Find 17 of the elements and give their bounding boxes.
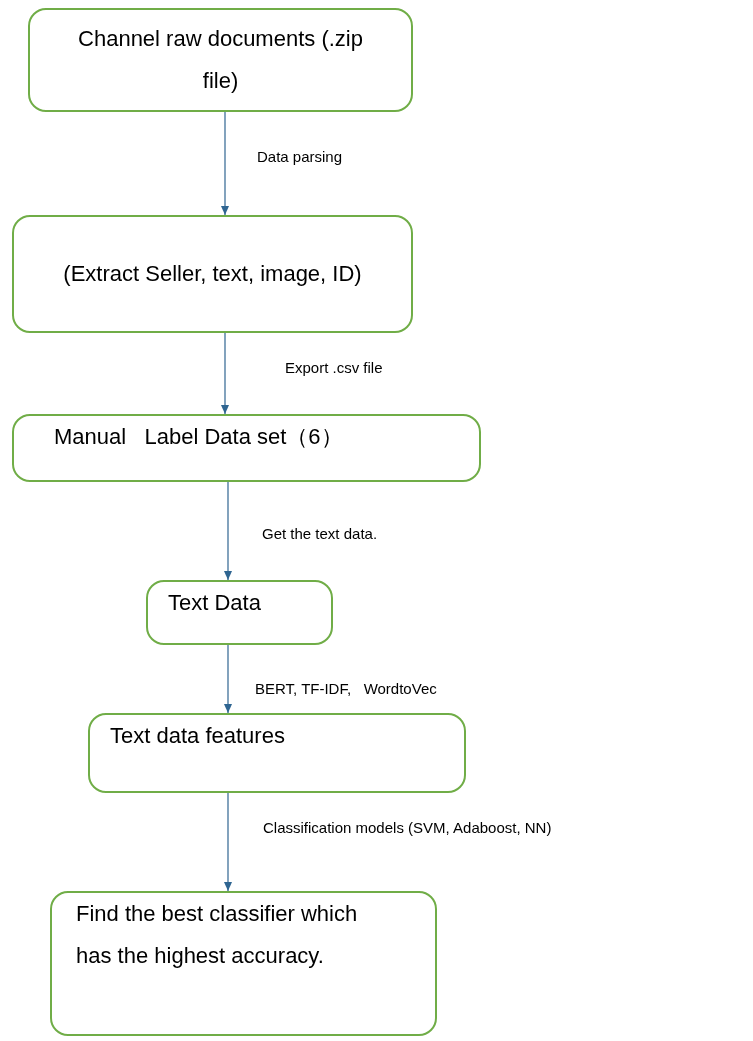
- process-box: [88, 713, 466, 793]
- process-box: [146, 580, 333, 645]
- box-text: Manual Label Data set（6）: [54, 423, 344, 451]
- arrow: [224, 481, 232, 581]
- box-text: Find the best classifier which has the highest accuracy.: [76, 900, 359, 970]
- box-text: Text data features: [110, 722, 286, 750]
- process-box: [12, 215, 413, 333]
- box-text: Channel raw documents (.zip file): [77, 25, 364, 95]
- arrow: [224, 792, 232, 892]
- process-box: [50, 891, 437, 1036]
- box-text: Text Data: [168, 589, 262, 617]
- box-text: (Extract Seller, text, image, ID): [62, 260, 363, 288]
- arrow: [221, 111, 229, 216]
- arrow: [224, 644, 232, 714]
- process-box: [28, 8, 413, 112]
- process-box: [12, 414, 481, 482]
- arrow: [221, 332, 229, 415]
